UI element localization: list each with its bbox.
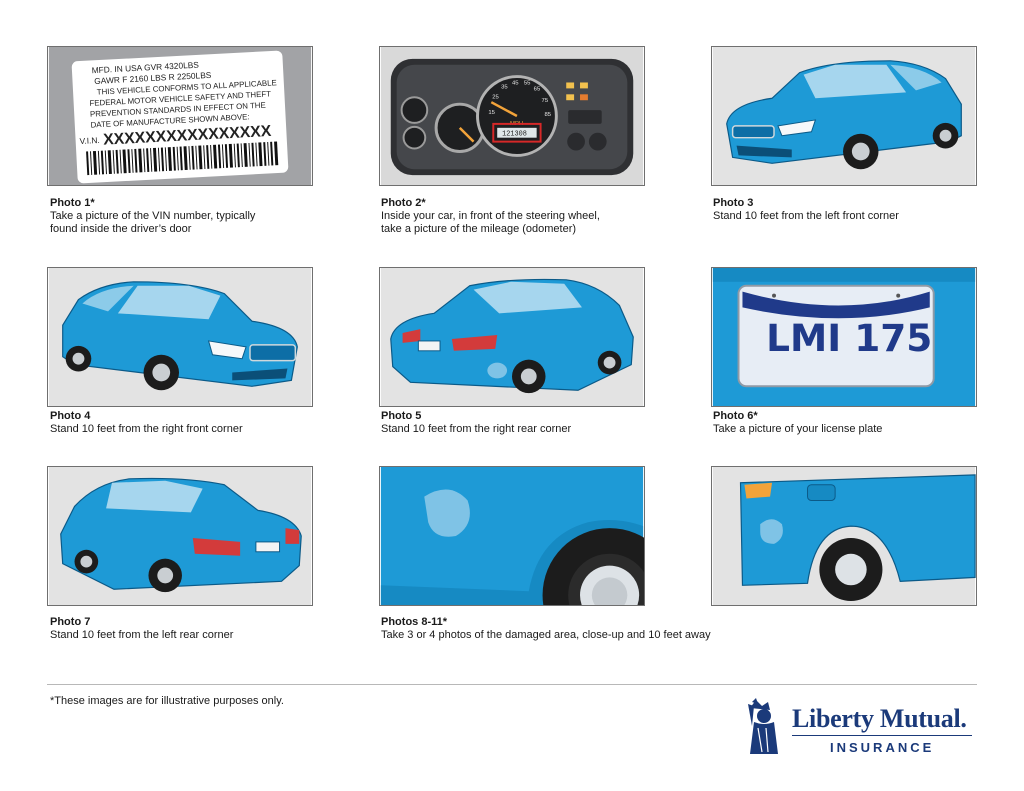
photos-8-11-title: Photos 8-11*: [381, 616, 448, 628]
photo-7-desc: Stand 10 feet from the left rear corner: [50, 629, 234, 641]
odometer-reading: 121308: [502, 131, 527, 139]
photo-3-desc: Stand 10 feet from the left front corner: [713, 210, 899, 222]
barcode: [86, 141, 279, 176]
photo-1-desc-line-2: found inside the driver’s door: [50, 223, 192, 235]
dent-spot: [760, 519, 783, 544]
photo-7-caption: Photo 7 Stand 10 feet from the left rear…: [50, 616, 350, 642]
statue-of-liberty-icon: [748, 698, 778, 754]
svg-text:55: 55: [524, 80, 531, 86]
photo-1-desc-line-1: Take a picture of the VIN number, typica…: [50, 210, 256, 222]
svg-text:45: 45: [512, 80, 519, 86]
footnote: *These images are for illustrative purpo…: [50, 695, 284, 707]
svg-text:85: 85: [545, 112, 552, 118]
vin-prefix: V.I.N.: [79, 135, 100, 146]
logo-wordmark: Liberty Mutual.: [792, 704, 967, 733]
car-right-front-illustration: [47, 267, 313, 407]
photo-2-caption: Photo 2* Inside your car, in front of th…: [381, 197, 681, 236]
logo-tagline: INSURANCE: [830, 740, 935, 755]
photo-2-desc-line-2: take a picture of the mileage (odometer): [381, 223, 577, 235]
license-plate-illustration: LMI 175: [711, 267, 977, 407]
photo-4-desc: Stand 10 feet from the right front corne…: [50, 423, 243, 435]
svg-text:15: 15: [488, 110, 495, 116]
damage-closeup-illustration: [379, 466, 645, 606]
footer-divider: [47, 684, 977, 685]
dent-spot: [424, 489, 470, 537]
liberty-mutual-logo: Liberty Mutual. INSURANCE: [742, 696, 982, 758]
svg-text:25: 25: [492, 94, 499, 100]
vin-label-illustration: MFD. IN USA GVR 4320LBS GAWR F 2160 LBS …: [47, 46, 313, 186]
logo-rule: [792, 735, 972, 736]
photo-2-title: Photo 2*: [381, 197, 426, 209]
photo-5-desc: Stand 10 feet from the right rear corner: [381, 423, 572, 435]
photo-5-caption: Photo 5 Stand 10 feet from the right rea…: [381, 410, 681, 436]
photo-1-title: Photo 1*: [50, 197, 95, 209]
odometer-highlight: [492, 122, 542, 143]
car-left-rear-illustration: [47, 466, 313, 606]
photo-4-title: Photo 4: [50, 410, 91, 422]
photo-5-title: Photo 5: [381, 410, 422, 422]
photos-8-11-caption: Photos 8-11* Take 3 or 4 photos of the d…: [381, 616, 801, 642]
car-right-rear-illustration: [379, 267, 645, 407]
photo-6-caption: Photo 6* Take a picture of your license …: [713, 410, 1013, 436]
photo-3-caption: Photo 3 Stand 10 feet from the left fron…: [713, 197, 1013, 223]
photos-8-11-desc: Take 3 or 4 photos of the damaged area, …: [381, 629, 711, 641]
svg-text:65: 65: [534, 86, 541, 92]
photo-6-title: Photo 6*: [713, 410, 758, 422]
svg-text:75: 75: [542, 98, 549, 104]
photo-6-desc: Take a picture of your license plate: [713, 423, 883, 435]
photo-2-desc-line-1: Inside your car, in front of the steerin…: [381, 210, 600, 222]
photo-4-caption: Photo 4 Stand 10 feet from the right fro…: [50, 410, 350, 436]
photo-3-title: Photo 3: [713, 197, 754, 209]
photo-1-caption: Photo 1* Take a picture of the VIN numbe…: [50, 197, 350, 236]
car-left-front-illustration: [711, 46, 977, 186]
photo-7-title: Photo 7: [50, 616, 91, 628]
damage-wide-illustration: [711, 466, 977, 606]
svg-text:35: 35: [501, 84, 508, 90]
license-plate-text: LMI 175: [766, 316, 932, 360]
